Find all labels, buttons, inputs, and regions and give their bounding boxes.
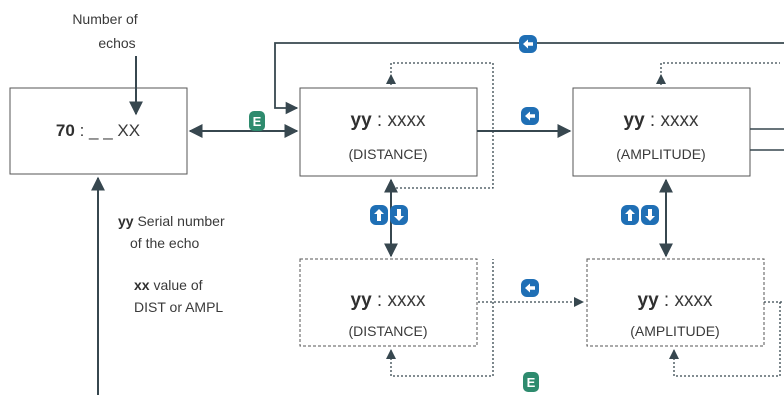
back-arrow-icon [521,279,539,297]
distance-bottom-loop-head [386,349,396,359]
legend-yy: yy Serial number [118,213,225,229]
distance-top-label: (DISTANCE) [348,146,427,162]
amplitude-top-value: yy : xxxx [624,110,699,131]
bottom-dist-ampl-head [574,297,584,307]
amplitude-bottom-loop-head [669,349,679,359]
svg-text:E: E [253,114,262,129]
start-box [9,87,188,175]
amplitude-box-top [572,87,751,177]
down-arrow-icon [390,205,408,225]
annotation-number-of: Number of [72,11,137,27]
amplitude-bottom-value: yy : xxxx [638,290,713,311]
distance-bottom-loop [390,259,494,377]
up-arrow-icon [621,205,639,225]
legend-xx-line2: DIST or AMPL [134,299,223,315]
annotation-echos: echos [98,35,135,51]
distance-top-loop-head [386,74,396,84]
up-down-keys-left [370,205,408,225]
legend-yy-line2: of the echo [130,235,199,251]
legend-xx: xx value of [134,277,203,293]
enter-key-icon-bottom: E [523,372,539,392]
enter-key-icon: E [249,111,265,131]
start-box-text: 70 : _ _ XX [56,121,140,140]
amplitude-bottom-loop [673,300,781,377]
down-arrow-icon [641,205,659,225]
amplitude-top-label: (AMPLITUDE) [616,146,705,162]
amplitude-top-loop [660,62,780,85]
back-arrow-icon [521,107,539,125]
back-arrow-icon [519,35,537,53]
distance-box-bottom [299,258,478,347]
up-down-keys-right [621,205,659,225]
distance-bottom-label: (DISTANCE) [348,323,427,339]
distance-top-loop [390,62,494,189]
svg-text:E: E [527,375,536,390]
distance-top-value: yy : xxxx [351,110,426,131]
up-arrow-icon [370,205,388,225]
amplitude-top-loop-head [656,74,666,84]
amplitude-bottom-label: (AMPLITUDE) [630,323,719,339]
distance-box-top [299,87,478,177]
distance-bottom-value: yy : xxxx [351,290,426,311]
